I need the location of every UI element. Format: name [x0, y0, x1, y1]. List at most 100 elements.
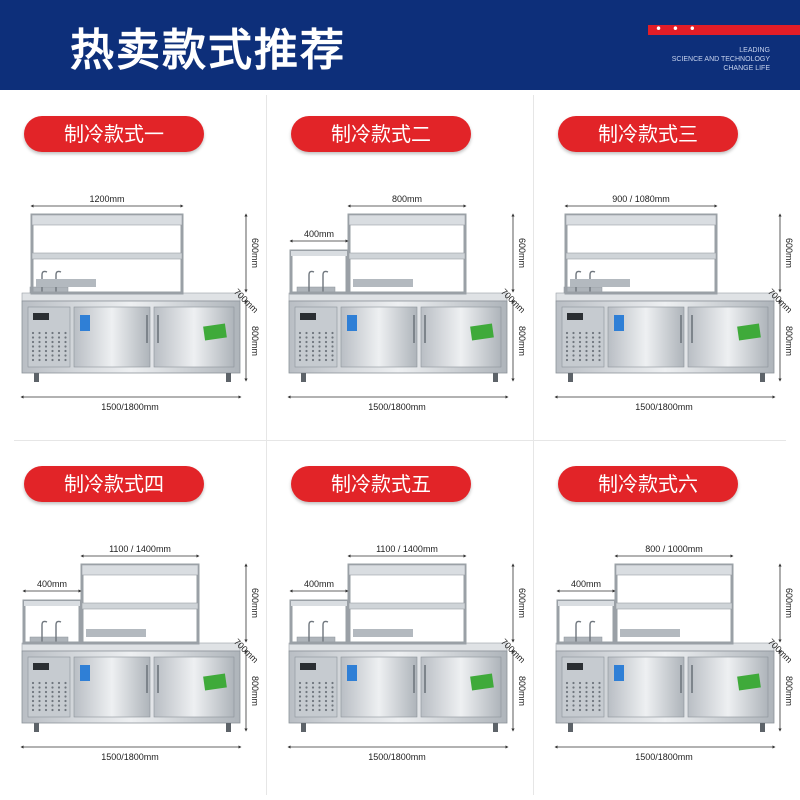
vent-hole: [591, 349, 595, 353]
vent-hole: [311, 345, 315, 348]
vent-hole: [565, 704, 569, 707]
vent-hole: [585, 340, 588, 344]
door-handle: [680, 665, 682, 693]
vent-hole: [585, 681, 588, 685]
vent-hole: [598, 331, 601, 335]
side-shelf-top: [291, 251, 347, 256]
vent-hole: [51, 331, 54, 335]
vent-hole: [331, 340, 334, 344]
dimension-label: 1500/1800mm: [368, 402, 426, 412]
vent-hole: [598, 358, 601, 362]
vent-hole: [44, 699, 48, 703]
dimension-label: 800mm: [784, 676, 794, 706]
upper-shelf-top: [348, 564, 466, 576]
vent-hole: [324, 690, 328, 694]
header-accent-bar: [648, 25, 800, 35]
vent-hole: [591, 345, 595, 348]
eco-sticker: [470, 673, 494, 691]
vent-hole: [598, 699, 601, 703]
vent-hole: [51, 681, 54, 685]
vent-hole: [38, 704, 41, 707]
dimension-label: 1500/1800mm: [635, 402, 693, 412]
vent-hole: [298, 354, 302, 357]
vent-hole: [51, 349, 54, 353]
product-name-badge: 制冷款式一: [24, 116, 204, 152]
vent-hole: [578, 690, 582, 694]
middle-shelf: [565, 252, 717, 260]
vent-hole: [57, 681, 61, 685]
grid-divider-horizontal: [14, 440, 786, 441]
vent-hole: [598, 336, 601, 339]
door-handle: [680, 315, 682, 343]
vent-hole: [31, 699, 35, 703]
vent-hole: [44, 708, 48, 712]
vent-hole: [311, 349, 315, 353]
vent-hole: [57, 690, 61, 694]
vent-hole: [318, 686, 321, 689]
vent-hole: [305, 695, 308, 698]
vent-hole: [565, 340, 569, 344]
vent-hole: [591, 708, 595, 712]
vent-hole: [318, 704, 321, 707]
faucet: [575, 620, 582, 643]
vent-hole: [578, 695, 582, 698]
door-handle: [413, 665, 415, 693]
vent-hole: [38, 686, 41, 689]
vent-hole: [578, 358, 582, 362]
vent-hole: [44, 331, 48, 335]
vent-hole: [64, 690, 67, 694]
slogan-line: CHANGE LIFE: [723, 65, 770, 72]
cabinet-leg: [760, 723, 765, 732]
product-name-badge: 制冷款式六: [558, 466, 738, 502]
door-handle: [157, 315, 159, 343]
dimension-label: 1200mm: [89, 194, 124, 204]
vent-hole: [38, 358, 41, 362]
vent-hole: [44, 349, 48, 353]
vent-hole: [31, 708, 35, 712]
vent-hole: [64, 681, 67, 685]
vent-hole: [591, 695, 595, 698]
vent-hole: [572, 345, 575, 348]
vent-hole: [51, 695, 54, 698]
vent-hole: [31, 695, 35, 698]
vent-hole: [578, 349, 582, 353]
vent-hole: [578, 686, 582, 689]
vent-hole: [324, 686, 328, 689]
grid-divider-vertical: [533, 95, 534, 795]
cabinet-leg: [34, 373, 39, 382]
sink-edge: [36, 279, 96, 287]
vent-hole: [31, 345, 35, 348]
side-shelf-top: [24, 601, 80, 606]
vent-hole: [31, 686, 35, 689]
vent-hole: [331, 681, 334, 685]
vent-hole: [572, 340, 575, 344]
vent-hole: [572, 690, 575, 694]
vent-hole: [311, 690, 315, 694]
spec-sticker: [80, 665, 90, 681]
vent-hole: [591, 358, 595, 362]
vent-hole: [31, 704, 35, 707]
vent-hole: [585, 349, 588, 353]
cabinet-leg: [493, 373, 498, 382]
vent-hole: [64, 695, 67, 698]
vent-hole: [318, 699, 321, 703]
dimension-label: 900 / 1080mm: [612, 194, 670, 204]
door-handle: [691, 665, 693, 693]
vent-hole: [585, 708, 588, 712]
vent-hole: [324, 354, 328, 357]
vent-hole: [318, 331, 321, 335]
dimension-label: 400mm: [304, 579, 334, 589]
vent-hole: [44, 336, 48, 339]
dimension-label: 800mm: [517, 676, 527, 706]
vent-hole: [51, 336, 54, 339]
vent-hole: [591, 336, 595, 339]
vent-hole: [31, 690, 35, 694]
door-handle: [146, 665, 148, 693]
vent-hole: [565, 336, 569, 339]
vent-hole: [51, 704, 54, 707]
vent-hole: [311, 699, 315, 703]
vent-hole: [38, 340, 41, 344]
